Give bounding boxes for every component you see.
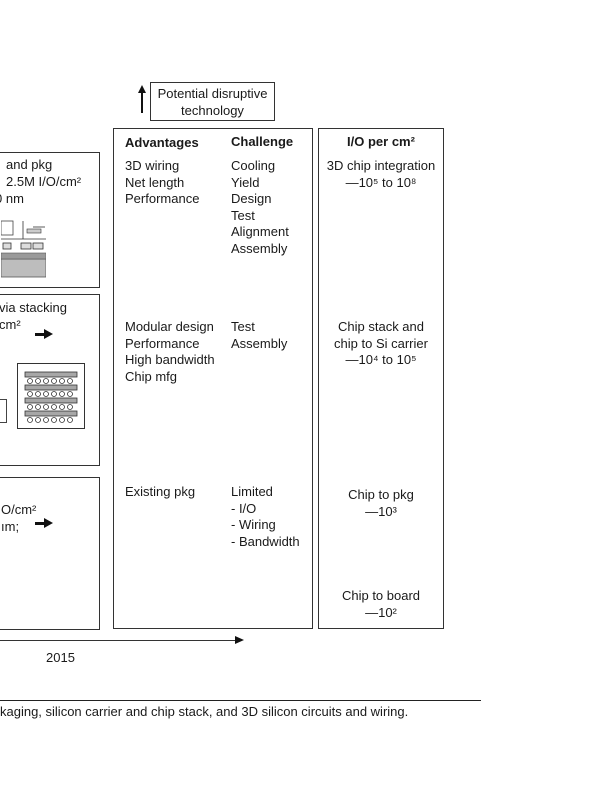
advantage-item: Net length <box>125 174 185 190</box>
left-box-bottom-line-2: ım; <box>1 519 20 534</box>
advantage-item: High bandwidth <box>125 352 215 367</box>
row-3-challenges: Limited - I/O - Wiring - Bandwidth <box>231 484 300 550</box>
io-item: —10⁵ to 10⁸ <box>345 174 417 190</box>
advantage-item: Modular design <box>125 319 214 334</box>
potential-line-2: technology <box>181 102 244 118</box>
challenge-item: Assembly <box>231 240 288 256</box>
io-header: I/O per cm² <box>347 134 415 149</box>
challenge-item: Alignment <box>231 224 289 239</box>
row-1-io: 3D chip integration —10⁵ to 10⁸ <box>319 158 443 191</box>
partial-chip-outline <box>0 399 7 423</box>
left-box-top-line-2: 2.5M I/O/cm² <box>6 174 82 189</box>
left-box-middle: via stacking cm² <box>0 294 100 466</box>
io-item: —10² <box>365 604 397 620</box>
io-item: Chip to board <box>341 588 421 603</box>
up-arrow-icon <box>138 85 146 113</box>
challenge-item: - Bandwidth <box>231 533 300 549</box>
left-box-bottom-line-1: O/cm² <box>1 502 37 517</box>
advantage-item: Chip mfg <box>125 368 178 384</box>
arrow-right-icon <box>35 329 53 339</box>
row-2-io: Chip stack and chip to Si carrier —10⁴ t… <box>319 319 443 369</box>
row-3-advantages: Existing pkg <box>125 484 195 501</box>
row-1-advantages: 3D wiring Net length Performance <box>125 158 199 208</box>
left-box-bottom: O/cm² ım; <box>0 477 100 630</box>
advantages-challenge-table: Advantages Challenge 3D wiring Net lengt… <box>113 128 313 629</box>
io-item: Chip stack and <box>338 319 424 334</box>
timeline-arrow-icon <box>235 636 244 644</box>
challenge-item: Yield <box>231 174 260 190</box>
row-3-io: Chip to pkg —10³ <box>319 487 443 520</box>
challenge-item: Test <box>231 319 255 334</box>
io-item: —10⁴ to 10⁵ <box>345 352 417 367</box>
challenge-item: - Wiring <box>231 517 276 532</box>
row-1-challenges: Cooling Yield Design Test Alignment Asse… <box>231 158 289 257</box>
chip-stack-icon <box>17 363 85 429</box>
row-2-advantages: Modular design Performance High bandwidt… <box>125 319 215 385</box>
challenge-item: Test <box>231 207 255 223</box>
advantage-item: Existing pkg <box>125 484 196 499</box>
left-box-middle-line-1: via stacking <box>0 300 67 315</box>
figure-caption: kaging, silicon carrier and chip stack, … <box>0 704 409 719</box>
challenge-item: Assembly <box>231 335 288 351</box>
io-item: —10³ <box>365 503 397 519</box>
potential-disruptive-technology-label: Potential disruptive technology <box>150 82 275 121</box>
advantage-item: Performance <box>125 191 200 206</box>
advantage-item: 3D wiring <box>125 158 180 173</box>
left-box-top: and pkg 2.5M I/O/cm² 0 nm <box>0 152 100 288</box>
3d-wiring-cross-section-icon <box>1 220 46 278</box>
caption-rule <box>0 700 481 701</box>
advantages-header: Advantages <box>125 135 199 150</box>
io-item: 3D chip integration <box>326 158 436 173</box>
potential-line-1: Potential disruptive <box>157 86 268 101</box>
io-item: Chip to pkg <box>348 487 414 502</box>
row-3-io-extra: Chip to board —10² <box>319 588 443 621</box>
left-box-middle-line-2: cm² <box>0 317 21 332</box>
challenge-item: Cooling <box>231 158 276 173</box>
left-box-top-line-1: and pkg <box>6 157 53 172</box>
advantage-item: Performance <box>125 335 200 351</box>
challenge-item: - I/O <box>231 500 257 516</box>
left-box-top-line-3: 0 nm <box>0 191 24 206</box>
io-item: chip to Si carrier <box>334 335 428 351</box>
row-2-challenges: Test Assembly <box>231 319 287 352</box>
timeline-axis-line <box>0 640 236 641</box>
challenge-header: Challenge <box>231 134 294 149</box>
timeline-year-label: 2015 <box>46 650 75 665</box>
challenge-item: Design <box>231 191 272 206</box>
arrow-right-icon <box>35 518 53 528</box>
challenge-item: Limited <box>231 484 273 499</box>
io-per-cm2-column: I/O per cm² 3D chip integration —10⁵ to … <box>318 128 444 629</box>
